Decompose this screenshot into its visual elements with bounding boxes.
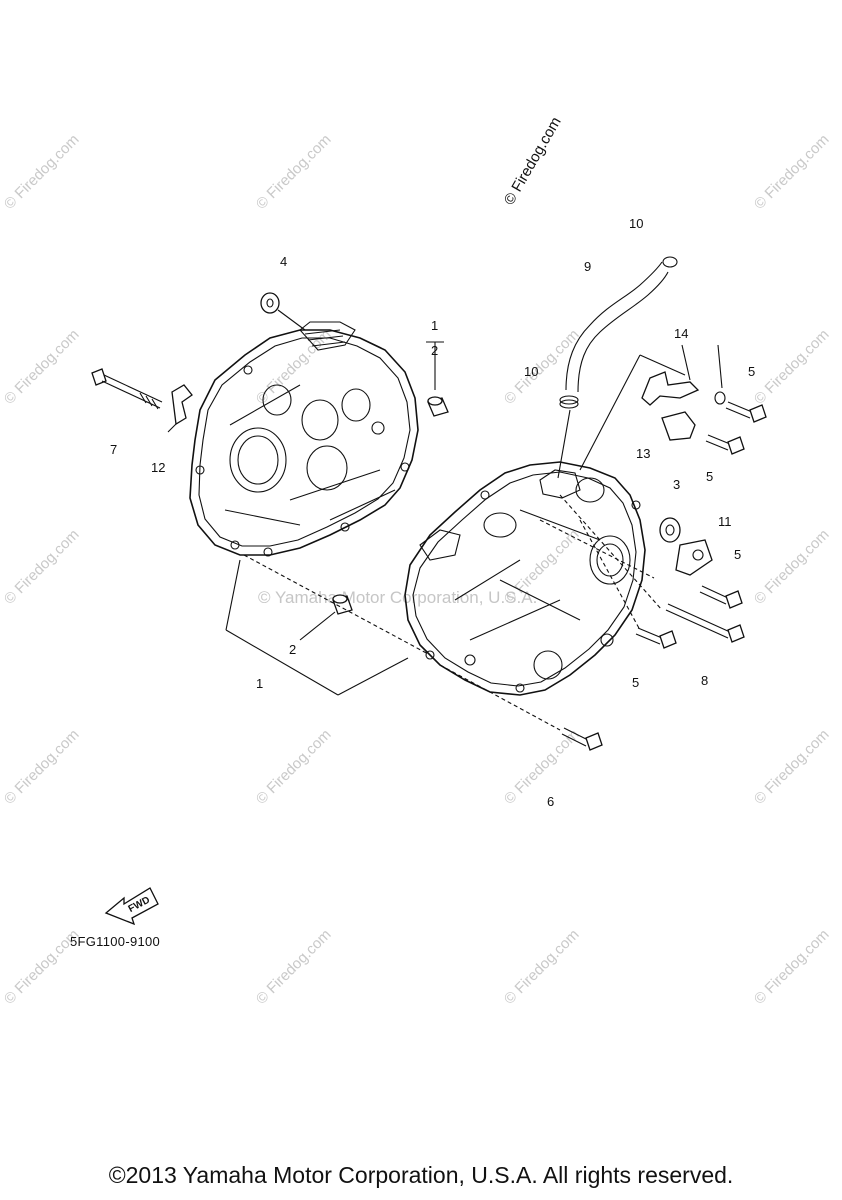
watermark: © Firedog.com [253,926,335,1008]
bolt-part-5 [705,434,745,455]
watermark: © Firedog.com [1,131,83,213]
hose-clip-part-10 [559,256,678,409]
washer-part-4 [260,292,306,331]
callout-label: 9 [584,259,591,274]
plate-part-11 [675,539,713,576]
callout-label: 1 [256,676,263,691]
watermark: © Firedog.com [1,526,83,608]
callout-label: 5 [632,675,639,690]
bolt-part-5 [699,585,743,609]
watermark-top: © Firedog.com [501,114,565,208]
clamp-part-13 [661,411,696,441]
bolt-part-8 [665,603,745,643]
fwd-arrow-icon: FWD [104,887,159,926]
callout-label: 3 [673,477,680,492]
part-code: 5FG1100-9100 [70,934,161,949]
callout-label: 5 [734,547,741,562]
watermark: © Firedog.com [501,926,583,1008]
callout-labels: 1 2 4 7 12 2 1 10 9 10 14 5 13 5 3 11 5 … [110,216,755,809]
callout-label: 14 [674,326,688,341]
leader-lines [167,341,691,731]
watermark: © Firedog.com [253,131,335,213]
callout-label: 10 [524,364,538,379]
watermark: © Firedog.com [751,526,833,608]
callout-label: 7 [110,442,117,457]
watermark: © Firedog.com [253,726,335,808]
bolt-part-5 [635,627,677,649]
right-crankcase-half [404,461,646,696]
callout-label: 8 [701,673,708,688]
callout-label: 13 [636,446,650,461]
bolt-part-5 [725,401,767,423]
bolt-part-7 [91,368,163,410]
callout-label: 6 [547,794,554,809]
watermark-center: © Yamaha Motor Corporation, U.S.A. [258,588,537,607]
watermark: © Firedog.com [751,726,833,808]
callout-label: 12 [151,460,165,475]
dowel-pin-lower [332,594,353,615]
callout-label: 10 [629,216,643,231]
watermark: © Firedog.com [751,926,833,1008]
callout-label: 2 [431,343,438,358]
watermark: © Firedog.com [1,726,83,808]
clamp-part-12 [171,384,193,426]
callout-label: 1 [431,318,438,333]
callout-label: 5 [748,364,755,379]
bolt-part-6 [561,727,603,751]
callout-label: 5 [706,469,713,484]
washer-part-3 [659,517,681,543]
callout-label: 11 [718,514,732,529]
dowel-pin-upper [427,396,449,417]
watermark: © Firedog.com [1,326,83,408]
breather-hose-part-9 [565,261,669,393]
copyright-notice: ©2013 Yamaha Motor Corporation, U.S.A. A… [108,1162,734,1188]
bracket-part-14 [641,344,726,406]
left-crankcase-half [189,321,419,557]
watermark: © Firedog.com [751,326,833,408]
watermark: © Firedog.com [751,131,833,213]
callout-label: 2 [289,642,296,657]
callout-label: 4 [280,254,287,269]
